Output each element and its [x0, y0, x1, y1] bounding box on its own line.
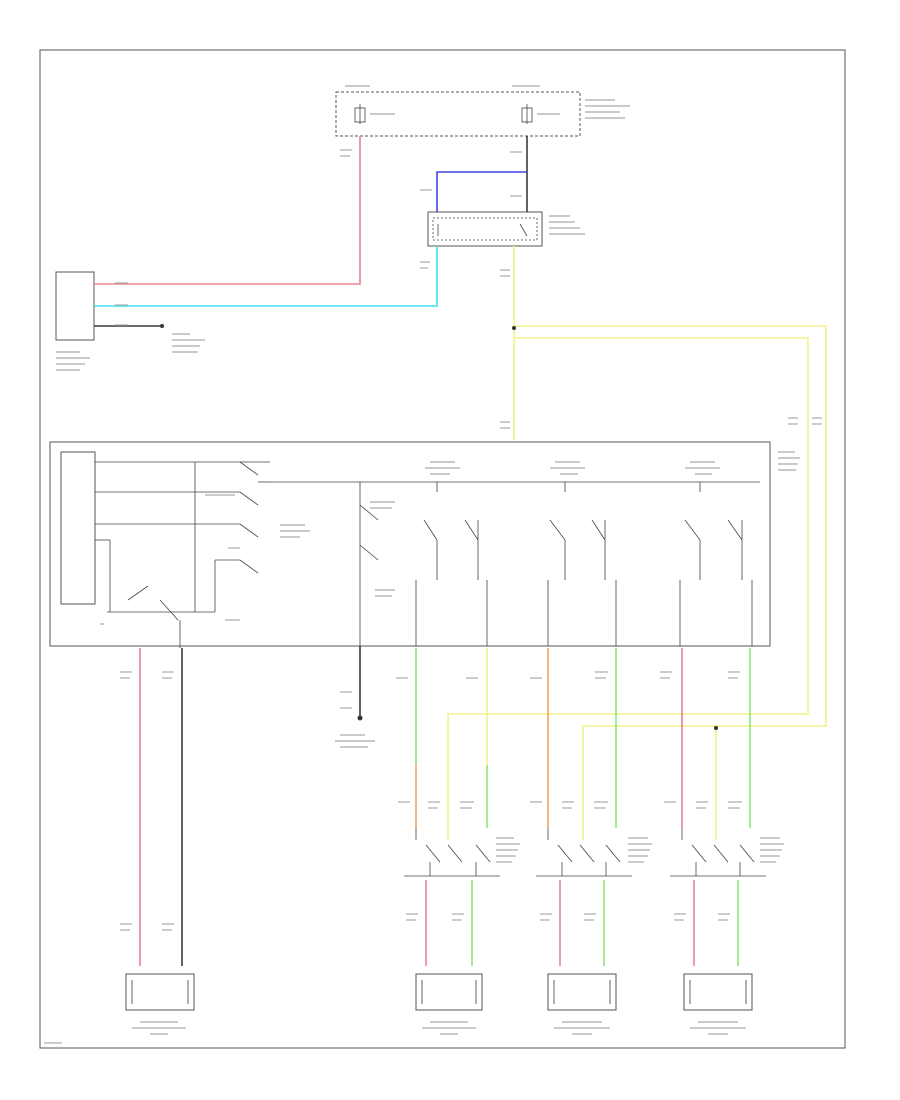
fuse-labels — [345, 85, 630, 119]
window-switch-left-rear — [423, 482, 479, 580]
lower-wire-labels — [120, 671, 740, 709]
sub-switch-left-rear — [398, 801, 520, 877]
fuse-block — [335, 91, 581, 137]
yellow-wire-bus-1 — [514, 325, 827, 812]
motor-labels — [44, 1021, 746, 1044]
relay-labels — [549, 215, 585, 235]
ground-icon — [357, 715, 363, 721]
motor-wire-labels — [120, 913, 730, 931]
window-switch-right-rear — [684, 482, 743, 580]
blue-wire-relay — [436, 171, 527, 212]
power-window-relay — [427, 211, 543, 247]
cyan-wire-relay-to-unit — [94, 246, 438, 307]
control-unit — [55, 271, 95, 341]
ground-icon — [160, 324, 164, 328]
master-box-outputs — [415, 580, 753, 646]
wire-labels — [115, 149, 822, 429]
motor-icon — [547, 973, 617, 1011]
control-unit-labels — [56, 333, 205, 371]
red-wire-fuse-to-unit — [94, 136, 361, 285]
master-box-labels — [100, 451, 800, 625]
switch-icon — [127, 461, 379, 648]
splice-icon — [714, 726, 718, 730]
sub-switch-right-front — [530, 801, 652, 877]
motor-icon — [415, 973, 483, 1011]
splice-icon — [512, 326, 516, 330]
window-switch-right-front — [549, 482, 606, 580]
master-switch-box — [49, 441, 771, 647]
sub-switch-right-rear — [664, 801, 784, 877]
ground-labels — [335, 734, 375, 748]
yellow-wire-bus-2 — [447, 337, 809, 812]
motor-icon — [125, 973, 195, 1011]
motor-icon — [683, 973, 753, 1011]
diagram-border — [39, 49, 846, 1049]
